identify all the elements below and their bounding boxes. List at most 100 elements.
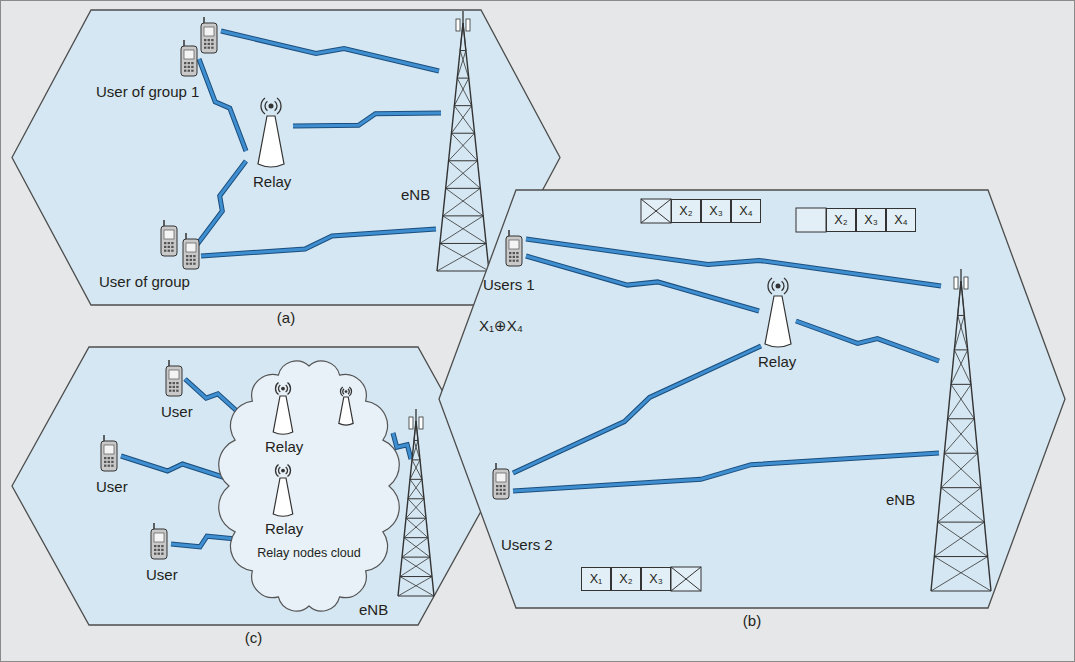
phone-key: [104, 457, 106, 459]
phone-key: [184, 62, 186, 64]
device-label: Relay: [265, 520, 303, 538]
phone-key: [509, 252, 511, 254]
tower-brace: [954, 315, 964, 349]
packet-label: X₁: [582, 568, 610, 590]
wireless-link-bolt: [526, 256, 759, 311]
tower-brace: [446, 161, 478, 189]
tower-brace: [938, 488, 981, 522]
relay-dot: [345, 390, 348, 393]
phone-key: [111, 457, 113, 459]
enb-tower-icon: [931, 269, 991, 591]
packet-label: X₃: [857, 209, 885, 231]
device-label: Users 1: [483, 276, 535, 294]
bolt-outline: [196, 161, 246, 246]
phone-key: [193, 259, 195, 261]
phone-key: [208, 39, 210, 41]
signal-arc: [286, 467, 288, 474]
tower-antenna: [456, 19, 460, 31]
phone-key: [193, 255, 195, 257]
phone-key: [204, 47, 206, 49]
phone-key: [161, 553, 163, 555]
wireless-link-bolt: [293, 113, 441, 126]
phone-key: [169, 382, 171, 384]
phone-key: [186, 263, 188, 265]
phone-key: [108, 465, 110, 467]
phone-key: [176, 390, 178, 392]
bolt-outline: [121, 456, 229, 479]
phone-screen: [204, 27, 214, 36]
wireless-link-bolt: [796, 321, 939, 361]
phone-key: [186, 259, 188, 261]
tower-brace: [951, 384, 971, 385]
panel-hexagon: (b)X₂X₃X₄X₂X₃X₄X₁X₂X₃Users 1X₁⊕X₄RelayeN…: [438, 189, 1066, 609]
device-label: eNB: [886, 491, 915, 509]
bolt-outline: [526, 239, 941, 286]
phone-key: [158, 553, 160, 555]
cross-mark: [641, 199, 671, 223]
tower-brace: [437, 243, 486, 271]
phone-key: [176, 386, 178, 388]
phone-key: [164, 250, 166, 252]
signal-arc: [278, 467, 280, 474]
tower-brace: [944, 453, 981, 487]
phone-key: [108, 461, 110, 463]
phone-key: [171, 250, 173, 252]
packet-cell: X₄: [886, 208, 916, 232]
bolt-fill: [513, 453, 939, 491]
signal-arc: [276, 383, 279, 395]
phone-key: [509, 260, 511, 262]
phone-body: [151, 529, 167, 559]
tower-brace: [408, 499, 426, 518]
tower-brace: [951, 384, 974, 418]
wireless-link-bolt: [201, 229, 436, 256]
signal-arc: [349, 387, 351, 396]
signal-arc: [261, 98, 265, 114]
tower-brace: [934, 522, 984, 556]
phone-key: [176, 382, 178, 384]
relay-icon: [339, 387, 353, 425]
phone-key: [191, 70, 193, 72]
hexagon-outline: [11, 9, 561, 306]
phone-key: [191, 62, 193, 64]
signal-arc: [343, 389, 344, 394]
packet-label: X₂: [612, 568, 640, 590]
phone-key: [184, 70, 186, 72]
packet-label: X₄: [887, 209, 915, 231]
illustration-group: [161, 11, 489, 271]
tower-brace: [412, 459, 420, 460]
tower-brace: [931, 591, 991, 592]
tower-leg: [437, 23, 463, 271]
packet-cell: X₄: [731, 199, 761, 223]
phone-screen: [164, 230, 174, 239]
bolt-outline: [796, 321, 939, 361]
cross-mark: [671, 567, 701, 591]
panel-caption: (c): [11, 629, 496, 647]
device-label: Relay: [758, 353, 796, 371]
phone-key: [169, 386, 171, 388]
tower-brace: [437, 271, 489, 272]
phone-key: [516, 260, 518, 262]
panel-caption: (b): [438, 612, 1066, 630]
tower-brace: [451, 133, 477, 161]
packet-cell: X₃: [641, 567, 671, 591]
tower-brace: [406, 518, 426, 519]
phone-key: [204, 39, 206, 41]
phone-body: [493, 469, 509, 499]
tower-brace: [460, 23, 463, 51]
bolt-fill: [221, 31, 439, 71]
phone-key: [503, 489, 505, 491]
phone-key: [161, 549, 163, 551]
wireless-link-bolt: [221, 31, 439, 71]
phone-key: [193, 263, 195, 265]
signal-arc: [265, 101, 267, 111]
tower-brace: [460, 50, 466, 51]
relay-dot: [281, 469, 285, 473]
tower-brace: [938, 522, 985, 523]
relay-body: [258, 116, 284, 167]
phone-key: [154, 549, 156, 551]
wireless-link-bolt: [121, 456, 229, 479]
signal-arc: [772, 281, 774, 291]
enb-tower-icon: [398, 409, 434, 596]
tower-brace: [449, 133, 475, 161]
device-label: eNB: [359, 601, 388, 619]
